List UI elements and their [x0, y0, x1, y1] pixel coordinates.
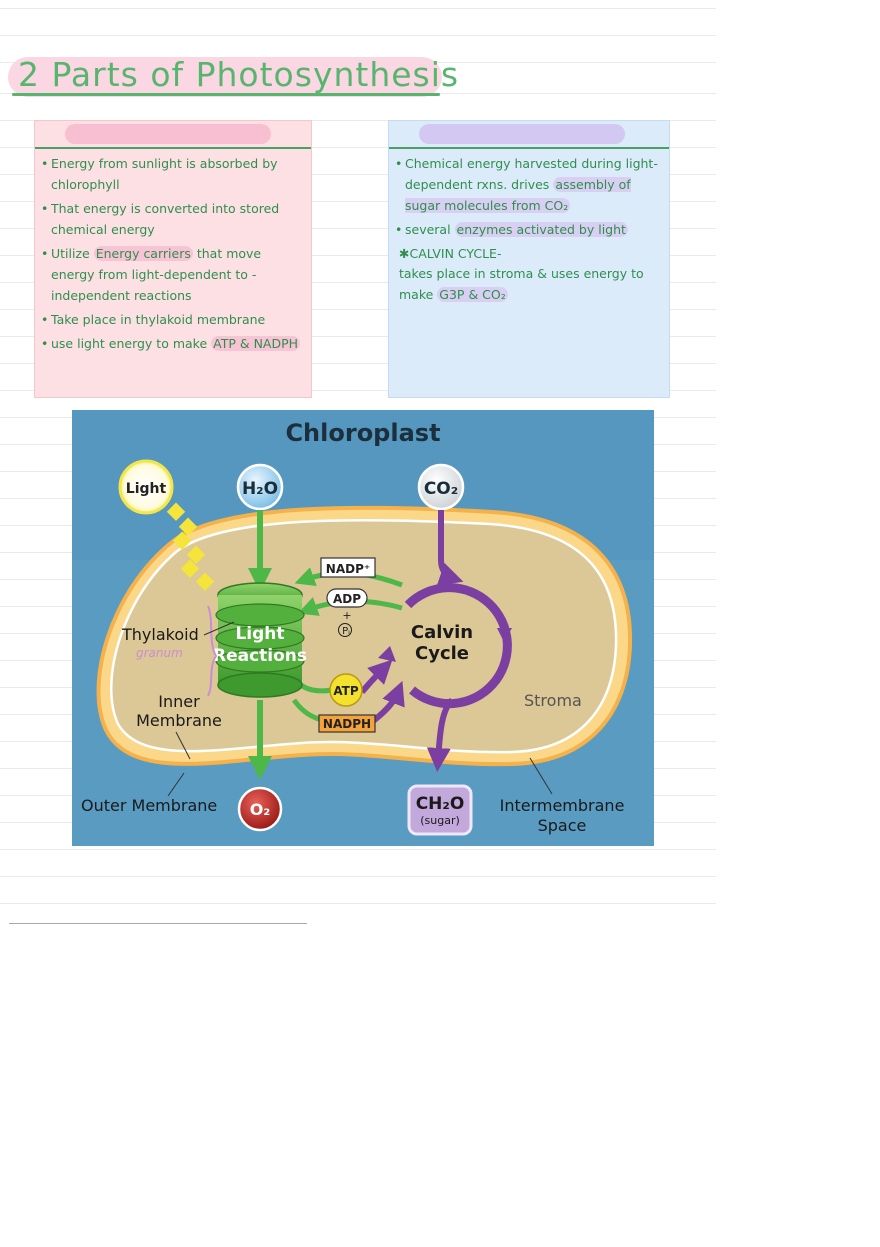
note-item: •several enzymes activated by light [395, 222, 628, 237]
granum-bracket [207, 605, 218, 697]
light-reactions-notes: •Energy from sunlight is absorbed by chl… [41, 153, 305, 357]
note-item: ✱CALVIN CYCLE- [399, 246, 502, 261]
card-divider [389, 147, 669, 149]
granum-note: granum [136, 646, 183, 660]
atp-label: ATP [333, 684, 359, 698]
inner-membrane-label-line1: Inner [158, 692, 200, 711]
co2-label: CO₂ [424, 479, 458, 499]
ch2o-label: CH₂O [416, 794, 465, 814]
light-icon [118, 459, 174, 515]
adp-label: ADP [333, 592, 361, 606]
adp-pill [326, 588, 368, 608]
thylakoid-stack [215, 582, 305, 698]
h2o-molecule [236, 463, 284, 511]
page-title: 2 Parts of Photosynthesis [18, 55, 460, 94]
card-divider [35, 147, 311, 149]
light-reactions-card: •Energy from sunlight is absorbed by chl… [34, 120, 312, 398]
sugar-label: (sugar) [420, 814, 460, 827]
pi-label: Pᵢ [342, 626, 350, 637]
note-item: •Chemical energy harvested during light-… [395, 156, 658, 213]
co2-arrow [436, 510, 464, 586]
nadph-label: NADPH [323, 717, 371, 731]
h2o-label: H₂O [242, 479, 278, 499]
diagram-title: Chloroplast [285, 419, 440, 447]
highlight: enzymes activated by light [454, 222, 628, 237]
pi-icon [338, 623, 352, 637]
calvin-label-line2: Cycle [415, 643, 469, 664]
o2-label: O₂ [250, 800, 271, 819]
highlight: Energy carriers [93, 246, 193, 261]
co2-molecule [417, 463, 465, 511]
inner-membrane-label-line2: Membrane [136, 711, 222, 730]
calvin-arrowheads [378, 628, 512, 662]
light-reactions-label-line2: Reactions [213, 646, 307, 666]
highlight: G3P & CO₂ [437, 287, 508, 302]
nadp-label: NADP⁺ [326, 562, 370, 576]
ch2o-box [407, 784, 473, 836]
note-item: •Utilize Energy carriers that move energ… [41, 246, 262, 303]
light-label: Light [126, 481, 167, 497]
title-block: 2 Parts of Photosynthesis [8, 55, 458, 101]
light-reactions-header [65, 124, 271, 144]
plus-sign: + [342, 609, 351, 622]
ch2o-arrow [426, 697, 455, 772]
stroma-label: Stroma [524, 691, 582, 710]
note-item: •use light energy to make ATP & NADPH [41, 336, 301, 351]
note-item: •Take place in thylakoid membrane [41, 312, 266, 327]
title-highlight [8, 57, 442, 97]
outer-membrane-label: Outer Membrane [81, 796, 217, 815]
thylakoid-label: Thylakoid [121, 625, 199, 644]
chloroplast-diagram: Chloroplast Light H₂O CO₂ [72, 410, 654, 846]
atp-molecule [329, 673, 363, 707]
calvin-cycle-header [419, 124, 625, 144]
intermembrane-label-line2: Space [538, 816, 587, 835]
note-item: •That energy is converted into stored ch… [41, 201, 280, 237]
note-item: takes place in stroma & uses energy to m… [399, 266, 644, 302]
intermembrane-label-line1: Intermembrane [500, 796, 625, 815]
note-item: •Energy from sunlight is absorbed by chl… [41, 156, 278, 192]
o2-molecule [237, 786, 283, 832]
calvin-label-line1: Calvin [411, 622, 473, 643]
nadph-box [318, 714, 376, 733]
light-reactions-label-line1: Light [235, 624, 284, 644]
nadp-box [320, 557, 376, 578]
calvin-cycle-card: •Chemical energy harvested during light-… [388, 120, 670, 398]
calvin-cycle-notes: •Chemical energy harvested during light-… [395, 153, 663, 308]
title-underline [12, 93, 440, 96]
divider-line [9, 923, 307, 924]
highlight: ATP & NADPH [211, 336, 301, 351]
